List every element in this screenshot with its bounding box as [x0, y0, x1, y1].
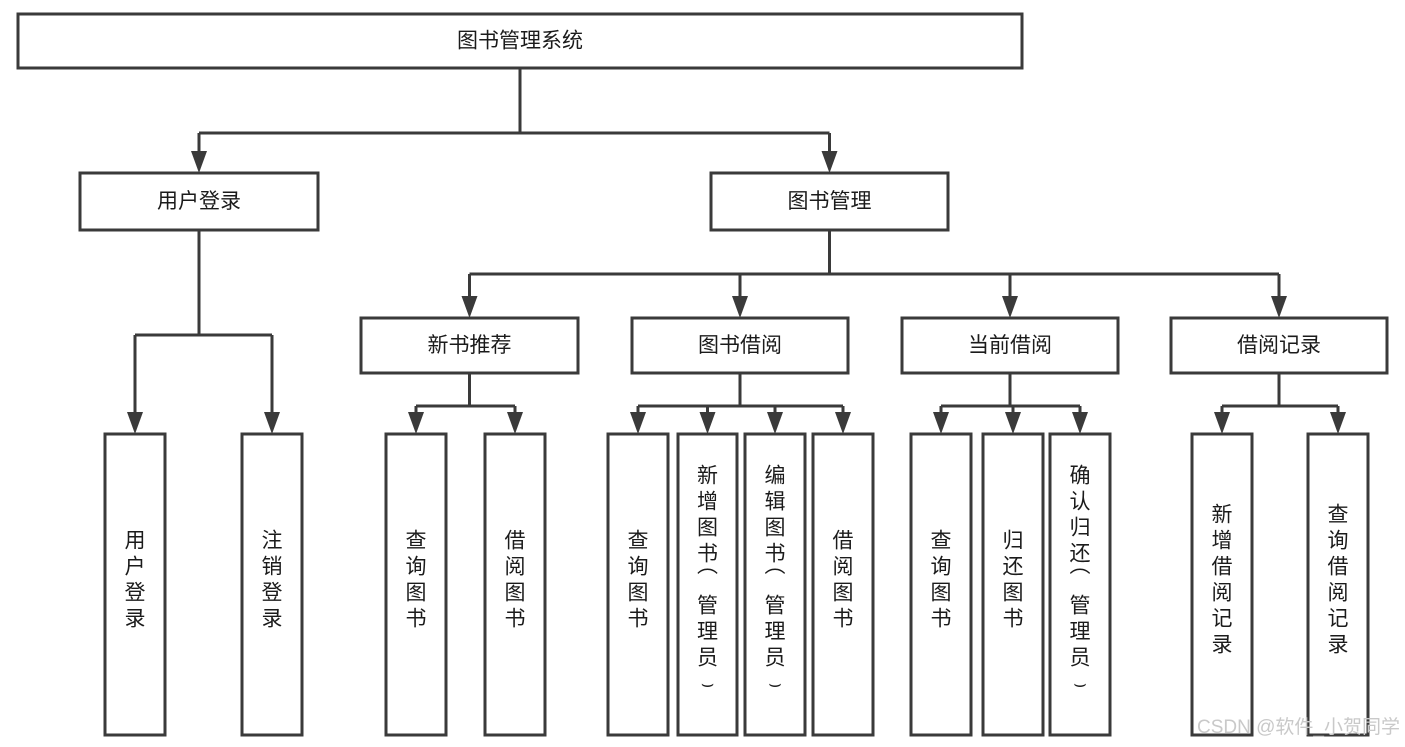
node-label-归还图书: 归还图书: [1003, 530, 1024, 631]
node-box-用户登录[interactable]: [78, 171, 320, 232]
connector-group: [191, 68, 838, 173]
connector-group: [1214, 373, 1346, 434]
node-leaf-5[interactable]: 新增图书⌒管理员⌣: [676, 432, 739, 737]
node-label-查询图书: 查询图书: [406, 530, 427, 631]
node-label-确认归还管理员: 确认归还⌒管理员⌣: [1070, 465, 1091, 696]
node-label-编辑图书管理员: 编辑图书⌒管理员⌣: [765, 465, 786, 696]
node-leaf-1[interactable]: 注销登录: [240, 432, 304, 737]
node-leaf-0[interactable]: 用户登录: [103, 432, 167, 737]
arrow-head-icon: [1214, 412, 1230, 434]
node-label-图书管理系统: 图书管理系统: [457, 30, 583, 53]
node-label-新增借阅记录: 新增借阅记录: [1212, 504, 1233, 657]
node-box-借阅图书[interactable]: [811, 432, 875, 737]
node-box-查询图书[interactable]: [909, 432, 973, 737]
arrow-head-icon: [408, 412, 424, 434]
node-box-图书管理[interactable]: [709, 171, 950, 232]
node-label-注销登录: 注销登录: [262, 530, 283, 631]
arrow-head-icon: [461, 296, 478, 318]
arrow-head-icon: [1072, 412, 1088, 434]
node-box-归还图书[interactable]: [981, 432, 1045, 737]
arrow-head-icon: [191, 151, 207, 173]
node-leaf-7[interactable]: 借阅图书: [811, 432, 875, 737]
node-label-新书推荐: 新书推荐: [428, 334, 512, 357]
node-leaf-4[interactable]: 查询图书: [606, 432, 670, 737]
arrow-head-icon: [767, 412, 783, 434]
arrow-head-icon: [933, 412, 949, 434]
node-label-图书借阅: 图书借阅: [698, 334, 782, 357]
arrow-head-icon: [264, 412, 280, 434]
node-leaf-9[interactable]: 归还图书: [981, 432, 1045, 737]
node-label-图书管理: 图书管理: [788, 190, 872, 213]
arrow-head-icon: [630, 412, 646, 434]
node-box-查询借阅记录[interactable]: [1306, 432, 1370, 737]
connector-group: [408, 373, 523, 434]
node-root-0[interactable]: 图书管理系统: [16, 12, 1024, 70]
node-l3-1[interactable]: 图书借阅: [630, 316, 850, 375]
connector-group: [461, 230, 1287, 318]
arrow-head-icon: [732, 296, 748, 318]
arrow-head-icon: [1271, 296, 1287, 318]
node-label-用户登录: 用户登录: [125, 530, 146, 631]
node-box-用户登录[interactable]: [103, 432, 167, 737]
node-label-借阅图书: 借阅图书: [833, 530, 854, 631]
arrow-head-icon: [1005, 412, 1021, 434]
node-box-借阅记录[interactable]: [1169, 316, 1389, 375]
node-box-图书管理系统[interactable]: [16, 12, 1024, 70]
node-box-新书推荐[interactable]: [359, 316, 580, 375]
node-label-查询图书: 查询图书: [931, 530, 952, 631]
node-box-图书借阅[interactable]: [630, 316, 850, 375]
node-leaf-12[interactable]: 查询借阅记录: [1306, 432, 1370, 737]
arrow-head-icon: [821, 151, 838, 173]
node-label-借阅记录: 借阅记录: [1237, 334, 1321, 357]
node-box-查询图书[interactable]: [384, 432, 448, 737]
arrow-head-icon: [1330, 412, 1346, 434]
node-label-查询借阅记录: 查询借阅记录: [1328, 504, 1349, 657]
node-box-确认归还管理员[interactable]: [1048, 432, 1112, 737]
arrow-head-icon: [699, 412, 716, 434]
node-label-查询图书: 查询图书: [628, 530, 649, 631]
node-l3-0[interactable]: 新书推荐: [359, 316, 580, 375]
connector-layer: [127, 68, 1346, 434]
node-leaf-8[interactable]: 查询图书: [909, 432, 973, 737]
node-box-注销登录[interactable]: [240, 432, 304, 737]
connector-group: [127, 230, 280, 434]
node-box-查询图书[interactable]: [606, 432, 670, 737]
node-leaf-6[interactable]: 编辑图书⌒管理员⌣: [743, 432, 807, 737]
node-box-编辑图书管理员[interactable]: [743, 432, 807, 737]
node-label-新增图书管理员: 新增图书⌒管理员⌣: [697, 465, 718, 696]
node-box-借阅图书[interactable]: [483, 432, 547, 737]
connector-group: [630, 373, 851, 434]
node-l2-0[interactable]: 用户登录: [78, 171, 320, 232]
connector-group: [933, 373, 1088, 434]
node-box-新增借阅记录[interactable]: [1190, 432, 1254, 737]
csdn-watermark: CSDN @软件_小贺同学: [1197, 716, 1400, 738]
node-leaf-11[interactable]: 新增借阅记录: [1190, 432, 1254, 737]
node-box-当前借阅[interactable]: [900, 316, 1120, 375]
node-leaf-10[interactable]: 确认归还⌒管理员⌣: [1048, 432, 1112, 737]
arrow-head-icon: [507, 412, 523, 434]
arrow-head-icon: [1002, 296, 1018, 318]
arrow-head-icon: [835, 412, 851, 434]
node-layer: 图书管理系统用户登录图书管理新书推荐图书借阅当前借阅借阅记录用户登录注销登录查询…: [16, 12, 1389, 737]
node-label-当前借阅: 当前借阅: [968, 334, 1052, 357]
node-l3-3[interactable]: 借阅记录: [1169, 316, 1389, 375]
node-label-借阅图书: 借阅图书: [505, 530, 526, 631]
arrow-head-icon: [127, 412, 143, 434]
node-leaf-3[interactable]: 借阅图书: [483, 432, 547, 737]
node-label-用户登录: 用户登录: [157, 190, 241, 213]
node-l3-2[interactable]: 当前借阅: [900, 316, 1120, 375]
node-l2-1[interactable]: 图书管理: [709, 171, 950, 232]
node-box-新增图书管理员[interactable]: [676, 432, 739, 737]
node-leaf-2[interactable]: 查询图书: [384, 432, 448, 737]
